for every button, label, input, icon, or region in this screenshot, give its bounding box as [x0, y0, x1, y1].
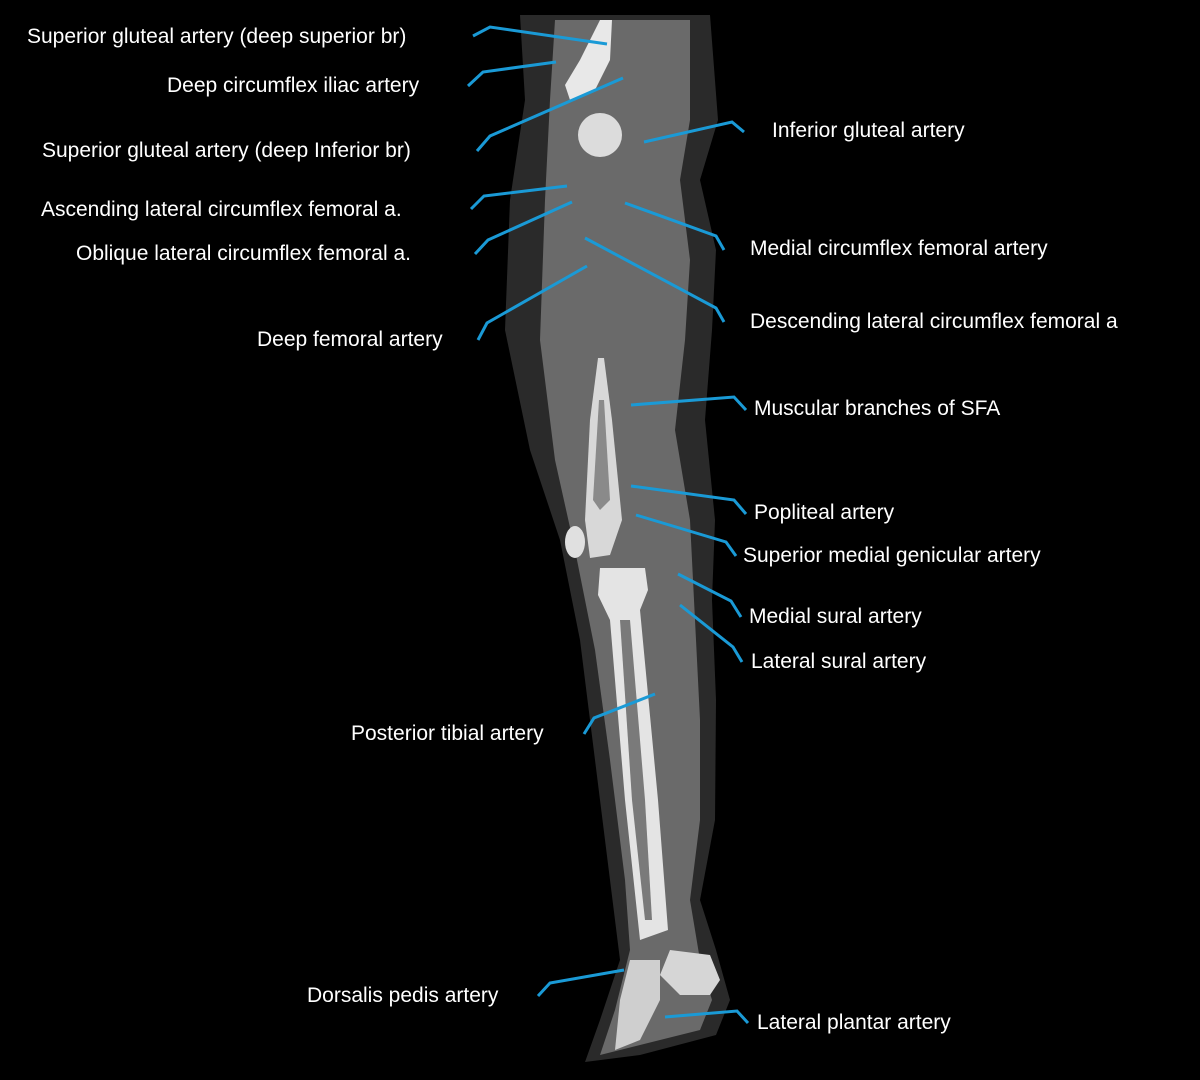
label-popliteal: Popliteal artery [754, 501, 895, 524]
label-posterior-tibial: Posterior tibial artery [351, 722, 544, 745]
tarsal-bones [615, 960, 660, 1050]
label-descending-lateral-circumflex: Descending lateral circumflex femoral a [750, 310, 1118, 333]
label-inferior-gluteal: Inferior gluteal artery [772, 119, 965, 142]
label-dorsalis-pedis: Dorsalis pedis artery [307, 984, 499, 1007]
leader-line-lateral-plantar [664, 1009, 750, 1025]
leader-line-popliteal [630, 484, 748, 515]
leader-line-superior-medial-genicular [635, 513, 738, 557]
leader-line-ascending-lateral-circumflex [469, 184, 568, 211]
calcaneus [660, 950, 720, 995]
leader-line-inferior-gluteal [643, 120, 745, 144]
leader-line-descending-lateral-circumflex [584, 236, 726, 323]
leader-line-deep-femoral [476, 264, 588, 341]
leader-line-muscular-branches-sfa [630, 395, 748, 412]
leader-line-superior-gluteal-deep-inferior [475, 76, 624, 152]
label-deep-circumflex-iliac: Deep circumflex iliac artery [167, 74, 420, 97]
label-muscular-branches-sfa: Muscular branches of SFA [754, 397, 1001, 420]
label-medial-sural: Medial sural artery [749, 605, 922, 628]
label-superior-medial-genicular: Superior medial genicular artery [743, 544, 1041, 567]
femoral-head [578, 113, 622, 157]
tibia-marrow [620, 620, 652, 920]
patella [565, 526, 585, 558]
label-superior-gluteal-deep-inferior: Superior gluteal artery (deep Inferior b… [42, 139, 411, 162]
leader-line-medial-circumflex-femoral [624, 201, 726, 251]
label-oblique-lateral-circumflex: Oblique lateral circumflex femoral a. [76, 242, 411, 265]
label-lateral-sural: Lateral sural artery [751, 650, 927, 673]
leader-line-oblique-lateral-circumflex [473, 200, 573, 256]
label-superior-gluteal-deep-superior: Superior gluteal artery (deep superior b… [27, 25, 407, 48]
leader-line-posterior-tibial [582, 692, 656, 735]
muscle-region [540, 20, 712, 1055]
label-deep-femoral: Deep femoral artery [257, 328, 443, 351]
pelvis-bone [565, 20, 612, 100]
label-medial-circumflex-femoral: Medial circumflex femoral artery [750, 237, 1048, 260]
leader-line-superior-gluteal-deep-superior [472, 25, 608, 46]
leader-line-lateral-sural [679, 603, 744, 663]
leader-line-deep-circumflex-iliac [466, 60, 557, 88]
label-lateral-plantar: Lateral plantar artery [757, 1011, 951, 1034]
femur-marrow [593, 400, 610, 510]
leader-line-medial-sural [677, 572, 743, 618]
label-ascending-lateral-circumflex: Ascending lateral circumflex femoral a. [41, 198, 402, 221]
leader-line-dorsalis-pedis [536, 968, 625, 998]
